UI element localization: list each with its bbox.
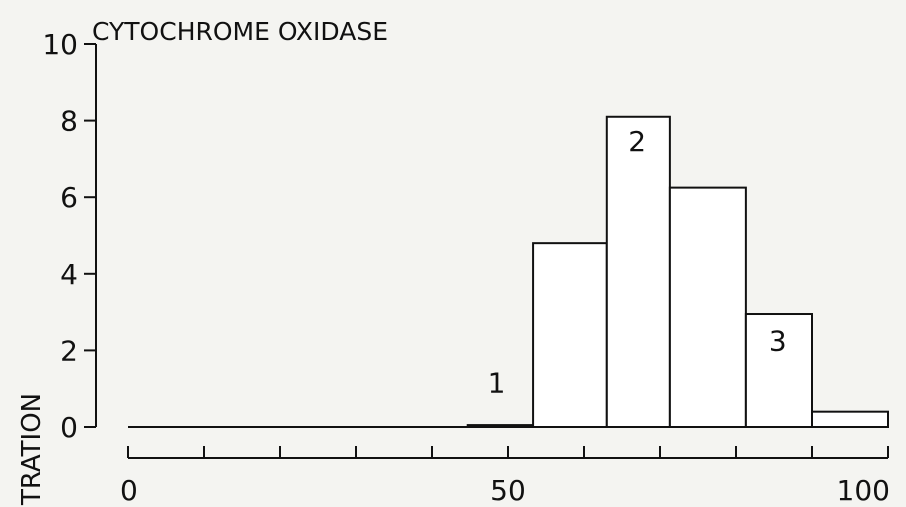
y-tick-label: 2: [60, 334, 78, 367]
x-tick-label: 50: [490, 474, 526, 507]
y-tick-label: 6: [60, 181, 78, 214]
histogram-bar: [466, 424, 535, 428]
x-tick-label: 100: [837, 474, 890, 507]
y-axis-label: TRATION: [17, 393, 47, 506]
chart-title: CYTOCHROME OXIDASE: [92, 17, 388, 46]
histogram-bars: [128, 115, 889, 429]
y-axis: 0 2 4 6 8 10: [42, 28, 97, 444]
y-tick-label: 10: [42, 28, 78, 61]
x-axis: 0 50 100: [120, 446, 890, 507]
histogram-bar: [532, 242, 608, 428]
y-tick-label: 4: [60, 258, 78, 291]
x-tick-label: 0: [120, 474, 138, 507]
histogram-bar: [811, 410, 889, 428]
peak-label: 2: [628, 125, 646, 158]
y-tick-label: 8: [60, 105, 78, 138]
peak-label: 3: [769, 324, 787, 357]
histogram-bar: [668, 186, 747, 428]
peak-label: 1: [488, 367, 506, 400]
peak-labels: 1 2 3: [488, 125, 787, 399]
y-tick-label: 0: [60, 411, 78, 444]
histogram-bar: [605, 115, 671, 429]
histogram-bar: [744, 313, 814, 429]
